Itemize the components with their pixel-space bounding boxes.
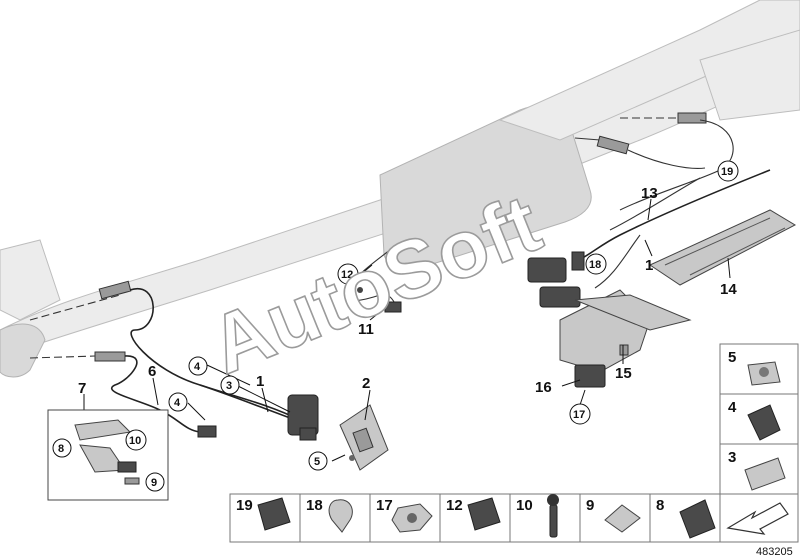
callout-4a-circle: [188, 356, 208, 376]
callout-12-circle: [337, 263, 359, 285]
legend-label-10: 10: [516, 497, 533, 514]
direction-arrow-icon: [726, 502, 789, 535]
callout-3: 3: [226, 380, 232, 392]
callout-5-circle: [308, 451, 328, 471]
callout-19: 19: [721, 166, 733, 178]
legend-label-17: 17: [376, 497, 393, 514]
callout-16: 16: [535, 379, 552, 396]
connector-clip-icon: [679, 499, 716, 539]
cable-tie-icon: [328, 499, 353, 533]
wire-harness-1: [199, 384, 319, 441]
callouts: 1 2 3 4 4 5 6 7 8 9 10 11 12 13 1 14 15 …: [52, 160, 739, 492]
callout-4b-circle: [168, 392, 188, 412]
callout-18: 18: [589, 259, 601, 271]
harness-13: [527, 169, 771, 308]
callout-4a: 4: [194, 361, 201, 373]
legend-label-18: 18: [306, 497, 323, 514]
callout-18-circle: [585, 253, 607, 275]
callout-13: 13: [641, 185, 658, 202]
callout-9-circle: [145, 472, 165, 492]
cable-holder-icon: [467, 497, 501, 531]
exhaust-system-ghost: [0, 0, 800, 378]
oxygen-sensor-left-lower: [29, 351, 217, 438]
legend-label-5: 5: [728, 349, 736, 366]
heat-shield-14: [648, 209, 797, 286]
callout-1b: 1: [645, 257, 653, 274]
legend-label-8: 8: [656, 497, 664, 514]
clip-icon: [747, 404, 781, 441]
legend-side: 5 4 3: [719, 343, 799, 495]
callout-5: 5: [314, 456, 320, 468]
callout-15: 15: [615, 365, 632, 382]
callout-8: 8: [58, 443, 64, 455]
holder-icon: [257, 497, 291, 531]
callout-9: 9: [151, 477, 157, 489]
legend-label-9: 9: [586, 497, 594, 514]
callout-12: 12: [341, 269, 353, 281]
callout-2: 2: [362, 375, 370, 392]
callout-17-circle: [569, 403, 591, 425]
bracket-part-2: [339, 404, 389, 471]
legend-bottom: 19 18 17 12 10 9 8: [229, 493, 799, 543]
oxygen-sensor-left-upper: [29, 280, 301, 421]
callout-10-circle: [125, 429, 147, 451]
callout-6: 6: [148, 363, 156, 380]
callout-11: 11: [358, 321, 374, 338]
callout-8-circle: [52, 438, 72, 458]
callout-7: 7: [78, 380, 86, 397]
sensor-part-11: [344, 249, 402, 313]
diagram-number: 483205: [756, 546, 793, 558]
callout-17: 17: [573, 409, 585, 421]
callout-14: 14: [720, 281, 737, 298]
callout-1: 1: [256, 373, 264, 390]
screw-icon: [549, 504, 558, 538]
legend-label-4: 4: [728, 399, 737, 416]
callout-10: 10: [129, 435, 141, 447]
oxygen-sensor-right-lower: [574, 135, 706, 169]
callout-19-circle: [717, 160, 739, 182]
legend-label-3: 3: [728, 449, 736, 466]
legend-label-12: 12: [446, 497, 463, 514]
legend-label-19: 19: [236, 497, 253, 514]
callout-4b: 4: [174, 397, 181, 409]
clamp-icon: [744, 457, 786, 491]
callout-3-circle: [220, 375, 240, 395]
bracket-15-16: [559, 289, 692, 388]
speed-nut-icon: [604, 504, 641, 533]
